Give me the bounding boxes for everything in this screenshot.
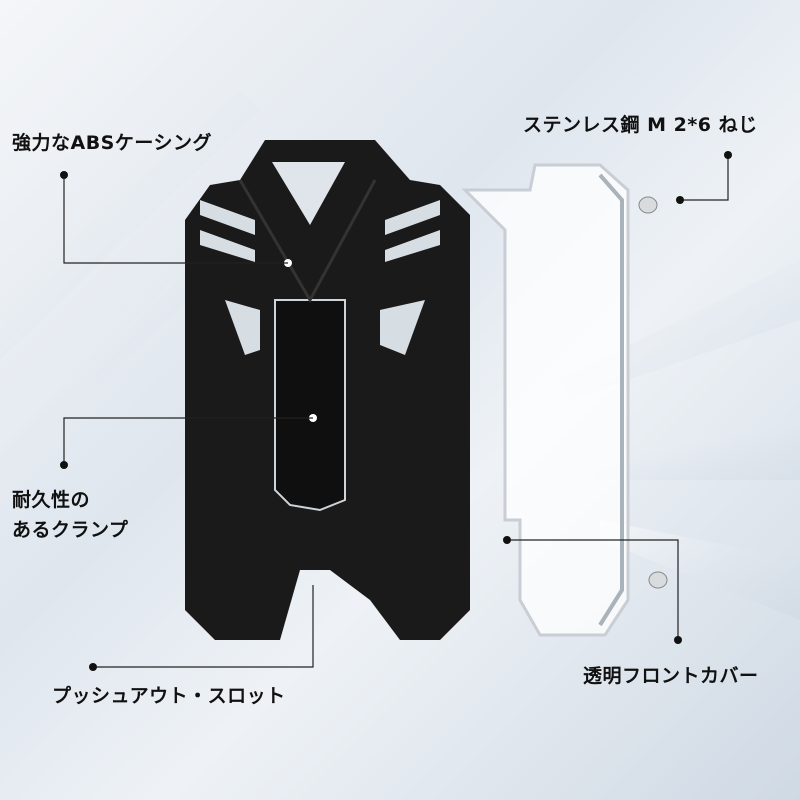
background-rays [0,90,800,620]
callout-clamp-line2: あるクランプ [12,519,129,541]
callout-front-cover: 透明フロントカバー [583,665,759,687]
callout-abs-casing: 強力なABSケーシング [12,132,212,154]
abs-case [185,140,470,640]
callout-push-slot: プッシュアウト・スロット [52,685,286,707]
callout-clamp-line1: 耐久性の [12,489,91,511]
screw-icon [638,196,668,589]
callout-screws: ステンレス鋼 M 2*6 ねじ [523,114,758,136]
transparent-front-cover [461,163,630,637]
callout-lines [63,155,729,668]
callout-dots [60,151,732,671]
